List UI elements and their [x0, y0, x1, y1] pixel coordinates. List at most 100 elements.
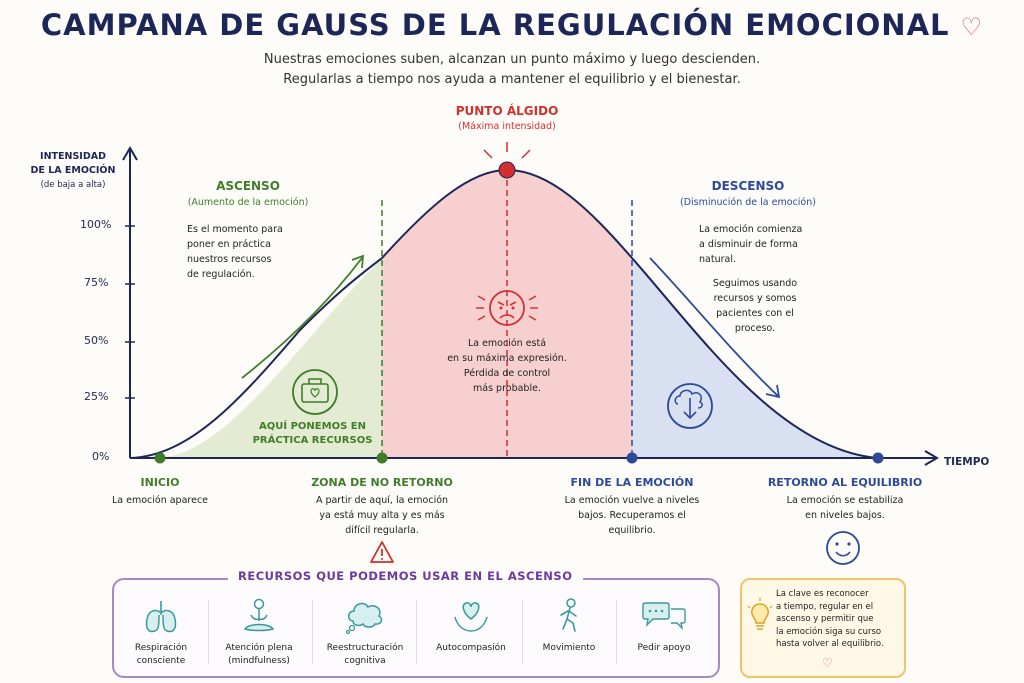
descending-arrow — [649, 257, 781, 399]
tick-label-25: 25% — [84, 390, 109, 403]
peak-text-line: en su máxima expresión. — [447, 353, 567, 364]
fin-text-line: equilibrio. — [608, 525, 656, 536]
descenso-text-line: Seguimos usando — [712, 278, 798, 289]
separator — [616, 600, 617, 664]
angry-face-icon — [476, 290, 538, 326]
descenso-text-1: La emoción comienza a disminuir de forma… — [699, 222, 839, 267]
fin-label: FIN DE LA EMOCIÓN La emoción vuelve a ni… — [547, 476, 717, 538]
cloud-download-icon — [667, 383, 713, 429]
retorno-point — [872, 452, 884, 464]
heart-icon: ♡ — [960, 13, 984, 41]
resource-item: Autocompasión — [422, 596, 520, 655]
separator — [416, 600, 417, 664]
page-title: CAMPANA DE GAUSS DE LA REGULACIÓN EMOCIO… — [40, 8, 984, 42]
descenso-text-2: Seguimos usando recursos y somos pacient… — [690, 276, 820, 336]
peak-text-line: Pérdida de control — [463, 368, 551, 379]
zona-text-line: difícil regularla. — [345, 525, 419, 536]
zona-text-line: A partir de aquí, la emoción — [315, 495, 449, 506]
tick-label-0: 0% — [92, 450, 110, 463]
fin-text-line: bajos. Recuperamos el — [578, 510, 686, 521]
peak-text-line: La emoción está — [467, 338, 547, 349]
resource-item: Movimiento — [520, 596, 618, 655]
key-text-line: a tiempo, regular en el — [776, 601, 874, 612]
key-text-line: la emoción siga su curso — [776, 626, 882, 637]
bell-curve — [129, 168, 935, 459]
fin-text-line: La emoción vuelve a niveles — [564, 495, 700, 506]
subtitle-line-1: Nuestras emociones suben, alcanzan un pu… — [263, 52, 761, 67]
tick-label-50: 50% — [84, 334, 109, 347]
key-text-line: ascenso y permitir que — [776, 614, 874, 624]
speech-bubbles-icon — [642, 602, 686, 631]
key-text-line: hasta volver al equilibrio. — [776, 639, 884, 649]
y-label-line-2: DE LA EMOCIÓN — [30, 165, 116, 176]
separator — [208, 600, 209, 664]
zona-text-line: ya está muy alta y es más — [319, 510, 445, 521]
descenso-text-line: pacientes con el — [716, 308, 794, 319]
retorno-text-line: La emoción se estabiliza — [786, 495, 904, 506]
peak-text: La emoción está en su máxima expresión. … — [427, 336, 587, 396]
resource-item: Reestructuración cognitiva — [316, 596, 414, 668]
page-subtitle: Nuestras emociones suben, alcanzan un pu… — [0, 50, 1024, 90]
ascenso-callout: AQUÍ PONEMOS EN PRÁCTICA RECURSOS — [245, 420, 380, 448]
fin-text: La emoción vuelve a niveles bajos. Recup… — [547, 493, 717, 538]
zona-label: ZONA DE NO RETORNO A partir de aquí, la … — [297, 476, 467, 538]
descenso-text-line: La emoción comienza — [699, 224, 803, 235]
descenso-region — [632, 258, 878, 458]
descenso-text-line: a disminuir de forma — [699, 239, 798, 250]
subtitle-line-2: Regularlas a tiempo nos ayuda a mantener… — [283, 72, 741, 87]
ascenso-text-line: nuestros recursos — [187, 254, 272, 265]
resource-label: Movimiento — [542, 643, 596, 653]
ascenso-text-line: de regulación. — [187, 269, 255, 280]
ascenso-text-line: Es el momento para — [187, 224, 283, 235]
ascenso-subtitle: (Aumento de la emoción) — [187, 197, 309, 208]
ascenso-title: ASCENSO — [216, 179, 280, 193]
inicio-title: INICIO — [140, 476, 180, 489]
ascenso-region — [160, 258, 382, 458]
ascenso-header: ASCENSO (Aumento de la emoción) — [168, 179, 328, 208]
retorno-text-line: en niveles bajos. — [805, 510, 885, 521]
resource-label: Pedir apoyo — [637, 643, 691, 653]
resource-label: cognitiva — [344, 656, 386, 666]
y-axis-label: INTENSIDAD DE LA EMOCIÓN (de baja a alta… — [18, 150, 128, 192]
resource-label: Reestructuración — [326, 643, 404, 653]
resource-item: Atención plena(mindfulness) — [210, 596, 308, 668]
ascenso-text-line: poner en práctica — [187, 239, 271, 250]
retorno-text: La emoción se estabiliza en niveles bajo… — [760, 493, 930, 523]
resource-label: Atención plena — [225, 643, 293, 653]
zona-text: A partir de aquí, la emoción ya está muy… — [297, 493, 467, 538]
separator — [312, 600, 313, 664]
callout-line: PRÁCTICA RECURSOS — [252, 435, 373, 446]
descenso-text-line: natural. — [699, 254, 736, 265]
peak-title: PUNTO ÁLGIDO — [455, 104, 559, 118]
fin-title: FIN DE LA EMOCIÓN — [570, 476, 694, 489]
fin-point — [626, 452, 638, 464]
resources-title: RECURSOS QUE PODEMOS USAR EN EL ASCENSO — [228, 569, 583, 583]
ascenso-text: Es el momento para poner en práctica nue… — [187, 222, 327, 282]
inicio-text: La emoción aparece — [111, 495, 209, 506]
descenso-subtitle: (Disminución de la emoción) — [680, 197, 816, 208]
warning-icon — [370, 541, 394, 563]
zona-point — [376, 452, 388, 464]
separator — [522, 600, 523, 664]
zona-title: ZONA DE NO RETORNO — [311, 476, 453, 489]
callout-line: AQUÍ PONEMOS EN — [259, 421, 366, 432]
retorno-label: RETORNO AL EQUILIBRIO La emoción se esta… — [760, 476, 930, 523]
y-axis-arrow — [122, 146, 138, 161]
peak-header: PUNTO ÁLGIDO (Máxima intensidad) — [407, 104, 607, 132]
key-text: La clave es reconocer a tiempo, regular … — [776, 588, 896, 651]
resource-label: Respiración — [134, 643, 188, 653]
tick-label-75: 75% — [84, 276, 109, 289]
smiley-icon — [826, 531, 860, 565]
ascending-arrow — [241, 254, 365, 379]
descenso-title: DESCENSO — [711, 179, 785, 193]
small-heart-icon: ♡ — [822, 656, 833, 670]
peak-marker — [483, 142, 531, 179]
descenso-header: DESCENSO (Disminución de la emoción) — [668, 179, 828, 208]
peak-text-line: más probable. — [473, 383, 541, 394]
meditation-icon — [243, 598, 275, 632]
retorno-title: RETORNO AL EQUILIBRIO — [767, 476, 923, 489]
inicio-label: INICIO La emoción aparece — [95, 476, 225, 508]
lightbulb-icon — [747, 598, 773, 630]
